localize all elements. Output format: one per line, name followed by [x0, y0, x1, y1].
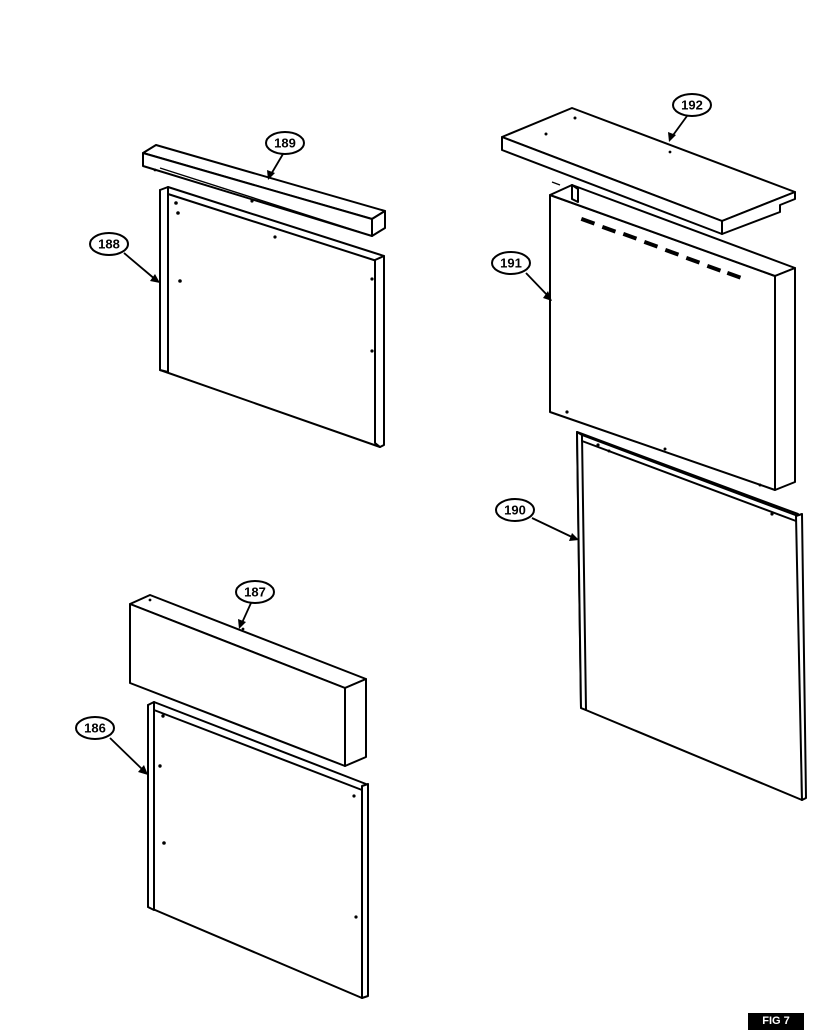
callout-192-label: 192	[681, 98, 703, 113]
part-187-trim-box	[129, 594, 367, 767]
callout-189-label: 189	[274, 136, 296, 151]
callout-188: 188	[89, 232, 160, 283]
part-191-rear-panel	[549, 184, 796, 491]
callout-186: 186	[75, 716, 148, 775]
figure-label: FIG 7	[748, 1013, 804, 1030]
callout-190: 190	[495, 498, 579, 541]
callout-187-label: 187	[244, 585, 266, 600]
part-190-side-panel	[576, 431, 807, 801]
part-189-top-trim	[142, 144, 386, 237]
callout-191-label: 191	[500, 256, 522, 271]
callout-192: 192	[668, 93, 712, 142]
callout-186-label: 186	[84, 721, 106, 736]
callout-190-label: 190	[504, 503, 526, 518]
part-192-top-cover	[501, 107, 796, 235]
part-186-side-panel	[147, 701, 369, 999]
callout-187: 187	[235, 580, 275, 629]
part-188-side-panel	[159, 186, 385, 448]
callout-191: 191	[491, 251, 552, 301]
callout-188-label: 188	[98, 237, 120, 252]
vent-slots	[580, 217, 742, 280]
callout-189: 189	[265, 131, 305, 180]
